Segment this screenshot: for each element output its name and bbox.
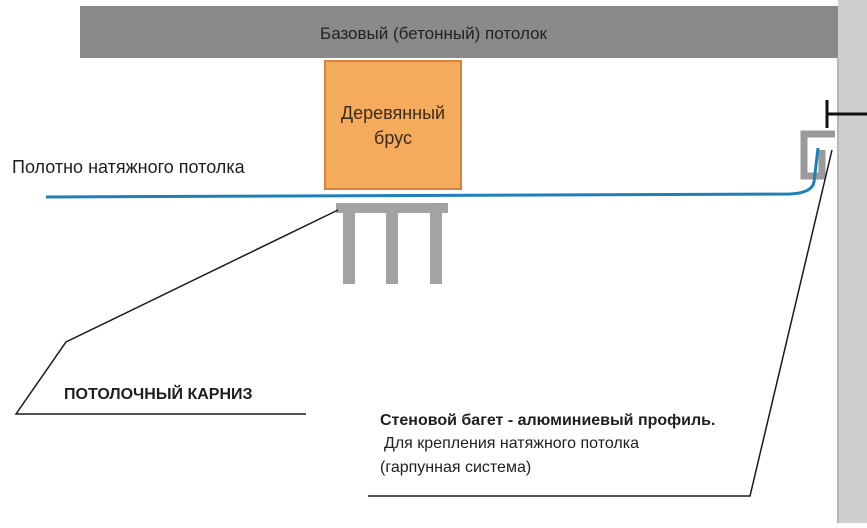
wood-beam: [324, 60, 462, 190]
screw-icon: [825, 100, 867, 128]
stretch-film-label: Полотно натяжного потолка: [12, 157, 245, 177]
wall-profile: [800, 130, 835, 180]
curtain-rail: [336, 203, 448, 284]
curtain-rail-label: ПОТОЛОЧНЫЙ КАРНИЗ: [64, 386, 253, 403]
wall-profile-desc-line1: Для крепления натяжного потолка: [384, 435, 639, 452]
concrete-ceiling-label: Базовый (бетонный) потолок: [320, 24, 547, 43]
wall: [838, 0, 867, 523]
leader-curtain-rail: [14, 209, 339, 415]
wall-profile-title: Стеновой багет - алюминиевый профиль.: [380, 412, 716, 429]
wood-beam-label-line1: Деревянный: [340, 103, 446, 123]
leader-wall-profile: [368, 149, 833, 497]
wood-beam-label-line2: брус: [374, 128, 412, 148]
concrete-ceiling: [80, 6, 840, 58]
stretch-film: [45, 147, 820, 199]
wall-profile-desc-line2: (гарпунная система): [380, 459, 532, 476]
